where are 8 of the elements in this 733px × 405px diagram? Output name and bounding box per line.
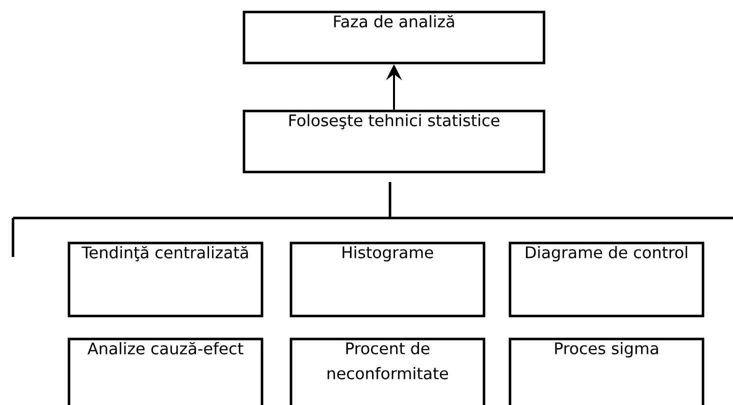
process-box: Tendinţă centralizată — [68, 242, 264, 318]
process-box: Analize cauză-efect — [68, 338, 264, 405]
process-box: Histograme — [290, 242, 486, 318]
process-box: Foloseşte tehnici statistice — [242, 110, 546, 174]
process-box: Proces sigma — [508, 338, 704, 405]
process-box: Diagrame de control — [508, 242, 704, 318]
process-box: Faza de analiză — [242, 10, 546, 64]
process-box: Procent de neconformitate — [290, 338, 486, 405]
